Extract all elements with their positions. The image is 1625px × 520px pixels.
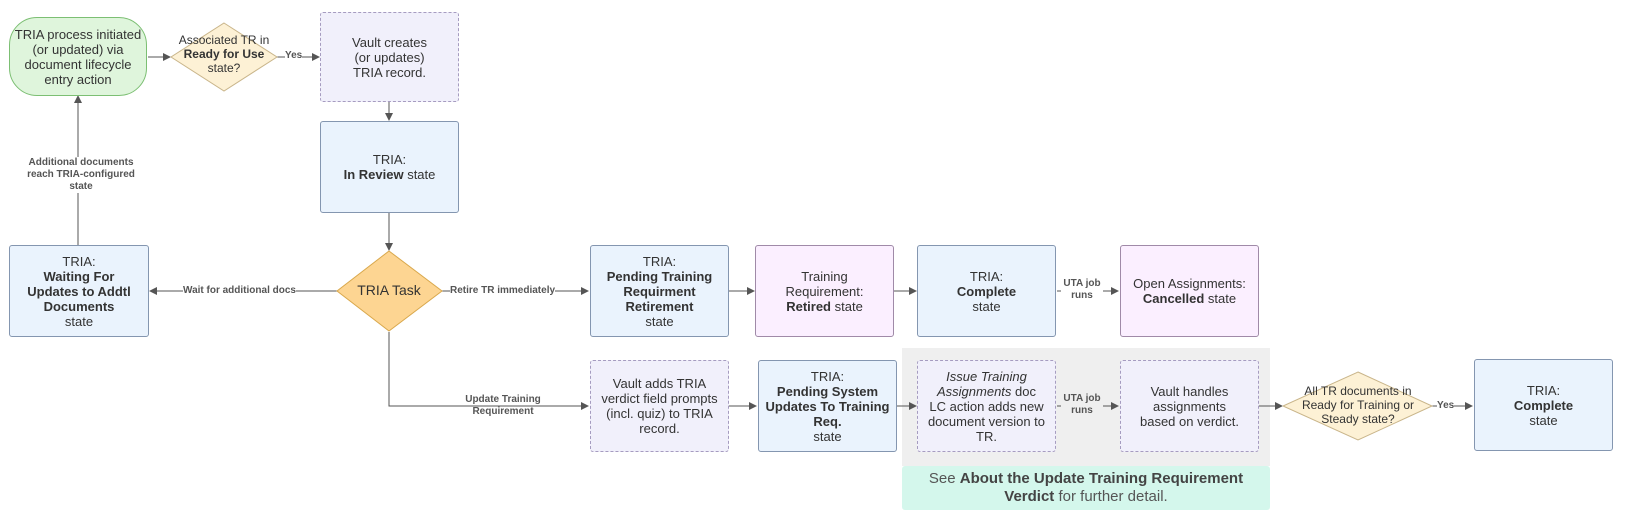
complete-top-pre: TRIA:	[969, 268, 1004, 284]
complete-bottom-bold: Complete	[1513, 397, 1574, 413]
decision-all-shape	[1281, 371, 1434, 441]
decision-all-label: All TR documents in Ready for Training o…	[1301, 384, 1415, 426]
complete-bottom-node: TRIA: Complete state	[1474, 359, 1613, 451]
in-review-node: TRIA: In Review state	[320, 121, 459, 213]
issue-training-node: Issue Training Assignments doc LC action…	[917, 360, 1056, 452]
complete-bottom-post: state	[1529, 412, 1558, 428]
complete-bottom-pre: TRIA:	[1526, 382, 1561, 398]
detail-note-text: See About the Update Training Requiremen…	[921, 470, 1251, 506]
detail-note: See About the Update Training Requiremen…	[902, 466, 1270, 510]
pending-retirement-post: state	[645, 313, 674, 329]
tr-retired-post: state	[831, 298, 863, 314]
waiting-node: TRIA: Waiting For Updates to Addtl Docum…	[9, 245, 149, 337]
decision-ready-label: Associated TR in Ready for Use state?	[168, 33, 280, 75]
in-review-bold: In Review	[343, 167, 404, 182]
issue-training-text: Issue Training Assignments doc LC action…	[928, 369, 1046, 444]
decision-ready-pre: Associated TR in	[178, 33, 270, 47]
vault-creates-node: Vault creates (or updates) TRIA record.	[320, 12, 459, 102]
waiting-pre: TRIA:	[62, 253, 96, 269]
start-text: TRIA process initiated (or updated) via …	[14, 26, 142, 87]
start-node: TRIA process initiated (or updated) via …	[9, 17, 147, 96]
waiting-post: state	[64, 313, 94, 329]
task-shape	[336, 250, 443, 332]
pending-system-bold: Pending System Updates To Training Req.	[765, 383, 890, 429]
vault-handles-node: Vault handles assignments based on verdi…	[1120, 360, 1259, 452]
pending-system-pre: TRIA:	[810, 368, 845, 384]
open-cancelled-node: Open Assignments: Cancelled state	[1120, 245, 1259, 337]
open-cancelled-bold: Cancelled	[1142, 291, 1205, 306]
waiting-bold: Waiting For Updates to Addtl Documents	[27, 268, 131, 314]
edge-uta-2: UTA job runs	[1061, 393, 1103, 417]
complete-top-bold: Complete	[956, 283, 1017, 299]
edge-yes-1: Yes	[285, 50, 303, 62]
pending-retirement-pre: TRIA:	[642, 253, 677, 269]
pending-system-node: TRIA: Pending System Updates To Training…	[758, 360, 897, 452]
decision-ready-shape	[170, 22, 278, 92]
issue-training-post: doc LC action adds new document version …	[927, 383, 1046, 444]
in-review-post: state	[403, 167, 436, 182]
edge-update: Update Training Requirement	[465, 394, 541, 417]
note-link[interactable]: About the Update Training Requirement Ve…	[959, 470, 1244, 505]
task-label: TRIA Task	[357, 282, 421, 298]
vault-adds-node: Vault adds TRIA verdict field prompts (i…	[590, 360, 729, 452]
open-cancelled-pre: Open Assignments:	[1133, 276, 1246, 291]
vault-handles-text: Vault handles assignments based on verdi…	[1139, 383, 1239, 429]
open-cancelled-post: state	[1204, 291, 1237, 306]
vault-adds-text: Vault adds TRIA verdict field prompts (i…	[601, 376, 718, 436]
pending-system-post: state	[813, 428, 842, 444]
decision-ready-bold: Ready for Use	[183, 47, 265, 61]
edge-additional-docs: Additional documents reach TRIA-configur…	[18, 157, 144, 193]
edge-uta-1: UTA job runs	[1061, 278, 1103, 302]
tr-retired-bold: Retired	[786, 298, 831, 314]
complete-top-node: TRIA: Complete state	[917, 245, 1056, 337]
tr-retired-node: Training Requirement: Retired state	[755, 245, 894, 337]
edge-yes-2: Yes	[1437, 400, 1455, 412]
decision-ready-post: state?	[207, 61, 241, 75]
tr-retired-pre: Training Requirement:	[785, 268, 864, 299]
note-pre: See	[928, 470, 960, 487]
issue-training-italic: Issue Training Assignments	[937, 368, 1027, 399]
edge-wait: Wait for additional docs	[183, 285, 296, 297]
note-post: for further detail.	[1054, 488, 1168, 505]
edge-retire: Retire TR immediately	[450, 285, 556, 297]
vault-creates-text: Vault creates (or updates) TRIA record.	[352, 34, 427, 80]
complete-top-post: state	[972, 298, 1001, 314]
pending-retirement-bold: Pending Training Requirment Retirement	[606, 268, 713, 314]
in-review-pre: TRIA:	[372, 152, 407, 167]
pending-retirement-node: TRIA: Pending Training Requirment Retire…	[590, 245, 729, 337]
